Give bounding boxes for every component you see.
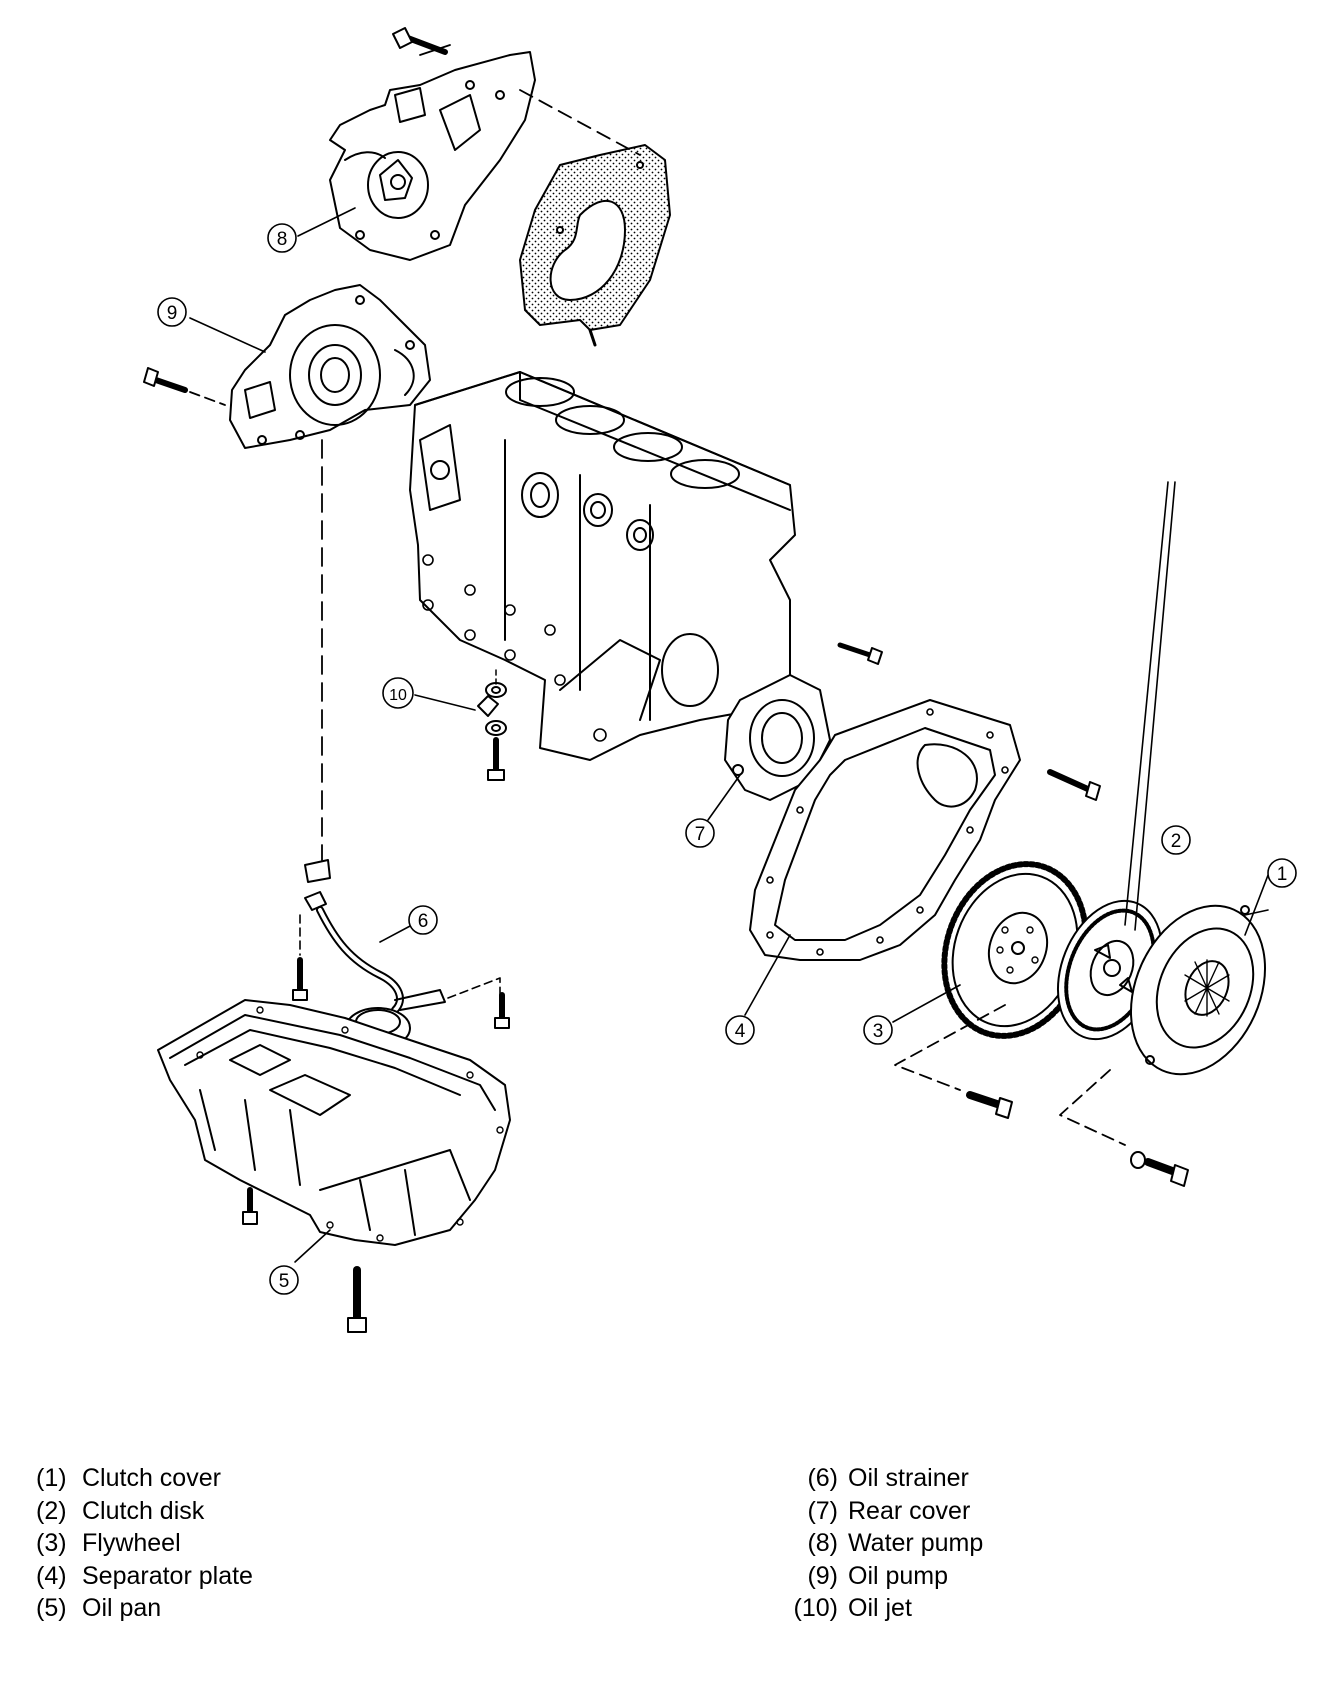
parts-legend-left: (1) Clutch cover (2) Clutch disk (3) Fly… xyxy=(36,1462,253,1625)
callout-9: 9 xyxy=(157,297,187,327)
water-pump-alignment-line xyxy=(519,89,641,156)
legend-label: Oil pan xyxy=(82,1594,162,1622)
callout-7: 7 xyxy=(685,818,715,848)
oil-pan-bolt xyxy=(242,1187,367,1333)
legend-number: (10) xyxy=(793,1594,838,1622)
rear-cover-bolt xyxy=(837,642,883,665)
separator-plate-bolt xyxy=(1047,769,1101,801)
legend-item-flywheel: (3) Flywheel xyxy=(36,1527,253,1560)
clutch-cover-bolt xyxy=(1130,1151,1189,1187)
legend-label: Oil jet xyxy=(848,1594,912,1622)
cylinder-block-drawing xyxy=(409,371,796,761)
legend-number: (4) xyxy=(36,1561,67,1590)
legend-item-oil-jet: (10) Oil jet xyxy=(778,1592,983,1625)
clutch-cover-drawing xyxy=(1129,904,1267,1076)
legend-label: Clutch cover xyxy=(82,1464,221,1492)
svg-text:10: 10 xyxy=(389,687,407,704)
svg-text:4: 4 xyxy=(735,1021,746,1042)
callout-5: 5 xyxy=(269,1265,299,1295)
legend-label: Clutch disk xyxy=(82,1496,205,1525)
legend-number: (2) xyxy=(36,1496,67,1525)
legend-label: Water pump xyxy=(848,1529,984,1557)
legend-item-rear-cover: (7) Rear cover xyxy=(778,1495,983,1528)
legend-label: Oil pump xyxy=(848,1561,949,1590)
legend-number: (7) xyxy=(807,1496,838,1525)
oil-pump-drawing xyxy=(229,284,431,449)
legend-label: Flywheel xyxy=(82,1529,181,1557)
flywheel-bolt xyxy=(966,1091,1013,1119)
svg-text:7: 7 xyxy=(695,824,706,845)
legend-item-oil-strainer: (6) Oil strainer xyxy=(778,1462,983,1495)
parts-legend-right: (6) Oil strainer (7) Rear cover (8) Wate… xyxy=(778,1462,984,1625)
legend-number: (6) xyxy=(807,1464,838,1492)
callout-3: 3 xyxy=(863,1015,893,1045)
legend-item-clutch-cover: (1) Clutch cover xyxy=(36,1462,253,1495)
legend-number: (3) xyxy=(36,1529,67,1557)
oil-strainer-bolt xyxy=(292,957,510,1029)
legend-item-oil-pan: (5) Oil pan xyxy=(36,1592,253,1625)
svg-text:6: 6 xyxy=(418,911,429,932)
legend-label: Oil strainer xyxy=(848,1464,969,1492)
oil-pan-drawing xyxy=(157,999,511,1246)
exploded-engine-diagram: 1 2 3 4 5 6 7 8 xyxy=(143,27,1297,1333)
oil-strainer-bolt-line xyxy=(299,914,501,999)
callout-8: 8 xyxy=(267,223,297,253)
svg-text:1: 1 xyxy=(1277,864,1288,885)
oil-jet-drawing xyxy=(477,669,507,781)
callout-1: 1 xyxy=(1267,858,1297,888)
legend-number: (9) xyxy=(807,1561,838,1590)
callout-2: 2 xyxy=(1161,825,1191,855)
legend-label: Separator plate xyxy=(82,1561,253,1590)
water-pump-bolt xyxy=(392,27,448,55)
clutch-cover-bolt-line xyxy=(1059,1069,1126,1146)
water-pump-drawing xyxy=(329,44,536,261)
legend-number: (8) xyxy=(807,1529,838,1557)
callout-10: 10 xyxy=(382,677,414,709)
svg-text:3: 3 xyxy=(873,1021,884,1042)
separator-plate-drawing xyxy=(749,699,1021,961)
legend-number: (5) xyxy=(36,1594,67,1622)
rear-cover-drawing xyxy=(724,674,831,801)
legend-item-separator-plate: (4) Separator plate xyxy=(36,1560,253,1593)
callout-6: 6 xyxy=(408,905,438,935)
svg-text:2: 2 xyxy=(1171,831,1182,852)
water-pump-gasket-drawing xyxy=(519,144,671,347)
callout-4: 4 xyxy=(725,1015,755,1045)
oil-pump-bolt-line xyxy=(189,391,226,406)
legend-item-water-pump: (8) Water pump xyxy=(778,1527,983,1560)
oil-pump-bolt xyxy=(143,367,188,393)
legend-item-clutch-disk: (2) Clutch disk xyxy=(36,1495,253,1528)
legend-item-oil-pump: (9) Oil pump xyxy=(778,1560,983,1593)
legend-number: (1) xyxy=(36,1464,67,1492)
flywheel-bolt-line xyxy=(894,1004,1006,1091)
callout-leaders xyxy=(189,207,1271,1263)
legend-label: Rear cover xyxy=(848,1496,971,1525)
svg-text:5: 5 xyxy=(279,1271,290,1292)
svg-text:8: 8 xyxy=(277,229,288,250)
svg-text:9: 9 xyxy=(167,303,178,324)
callout-markers: 1 2 3 4 5 6 7 8 xyxy=(157,223,1297,1295)
